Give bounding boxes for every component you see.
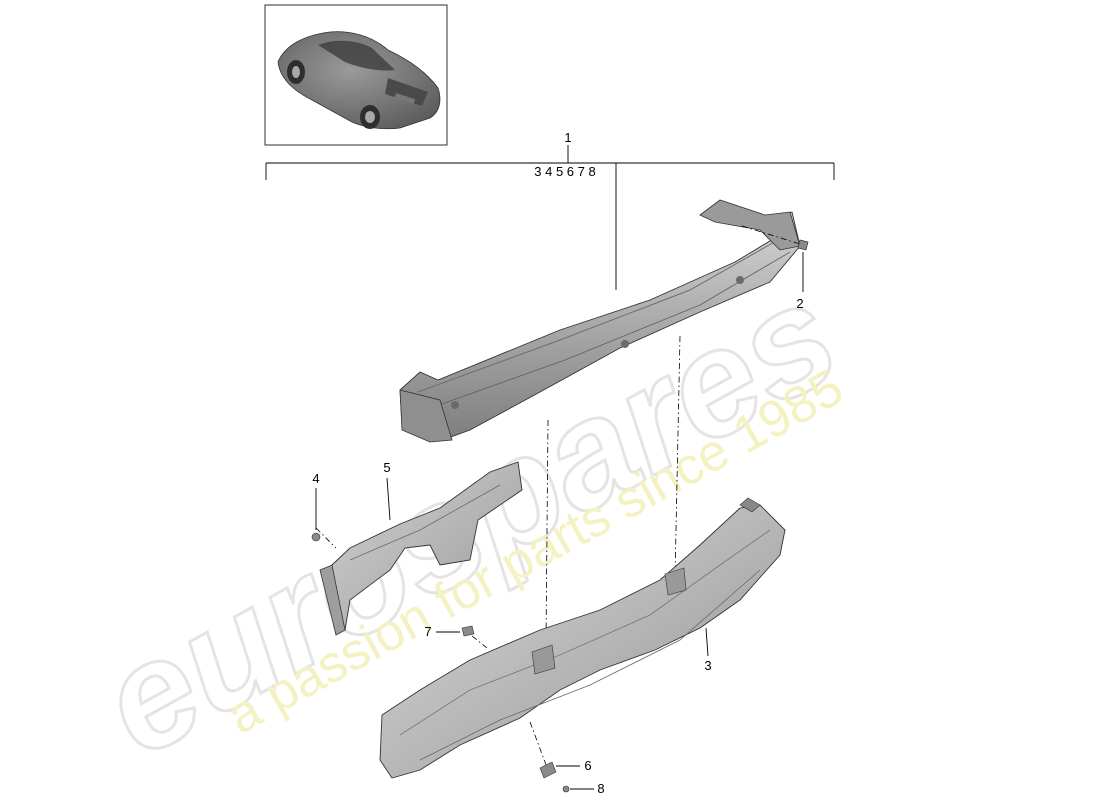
fastener-part bbox=[461, 625, 475, 637]
callout-fastener: 7 bbox=[424, 624, 431, 639]
assembly-bracket bbox=[265, 145, 835, 290]
bolt-part bbox=[797, 239, 809, 292]
callout-clip: 6 bbox=[584, 758, 591, 773]
leader-heat-shield bbox=[705, 627, 709, 657]
callout-bolt: 2 bbox=[796, 296, 803, 311]
leader-bracket bbox=[386, 477, 391, 521]
bumper-beam bbox=[399, 199, 801, 443]
car-overview-icon bbox=[277, 31, 441, 130]
clip-part bbox=[539, 761, 557, 779]
callout-nut: 4 bbox=[312, 471, 319, 486]
assembly-lines bbox=[315, 225, 801, 771]
callout-sub-parts: 3 4 5 6 7 8 bbox=[534, 164, 595, 179]
callout-heat-shield: 3 bbox=[704, 658, 711, 673]
bracket-part bbox=[319, 461, 523, 636]
thumbnail-panel bbox=[264, 4, 448, 146]
heat-shield-part bbox=[379, 497, 786, 779]
screw-part bbox=[562, 785, 570, 793]
callout-bracket: 5 bbox=[383, 460, 390, 475]
callout-screw: 8 bbox=[597, 781, 604, 796]
nut-part bbox=[311, 532, 321, 542]
callout-assembly: 1 bbox=[564, 130, 571, 145]
